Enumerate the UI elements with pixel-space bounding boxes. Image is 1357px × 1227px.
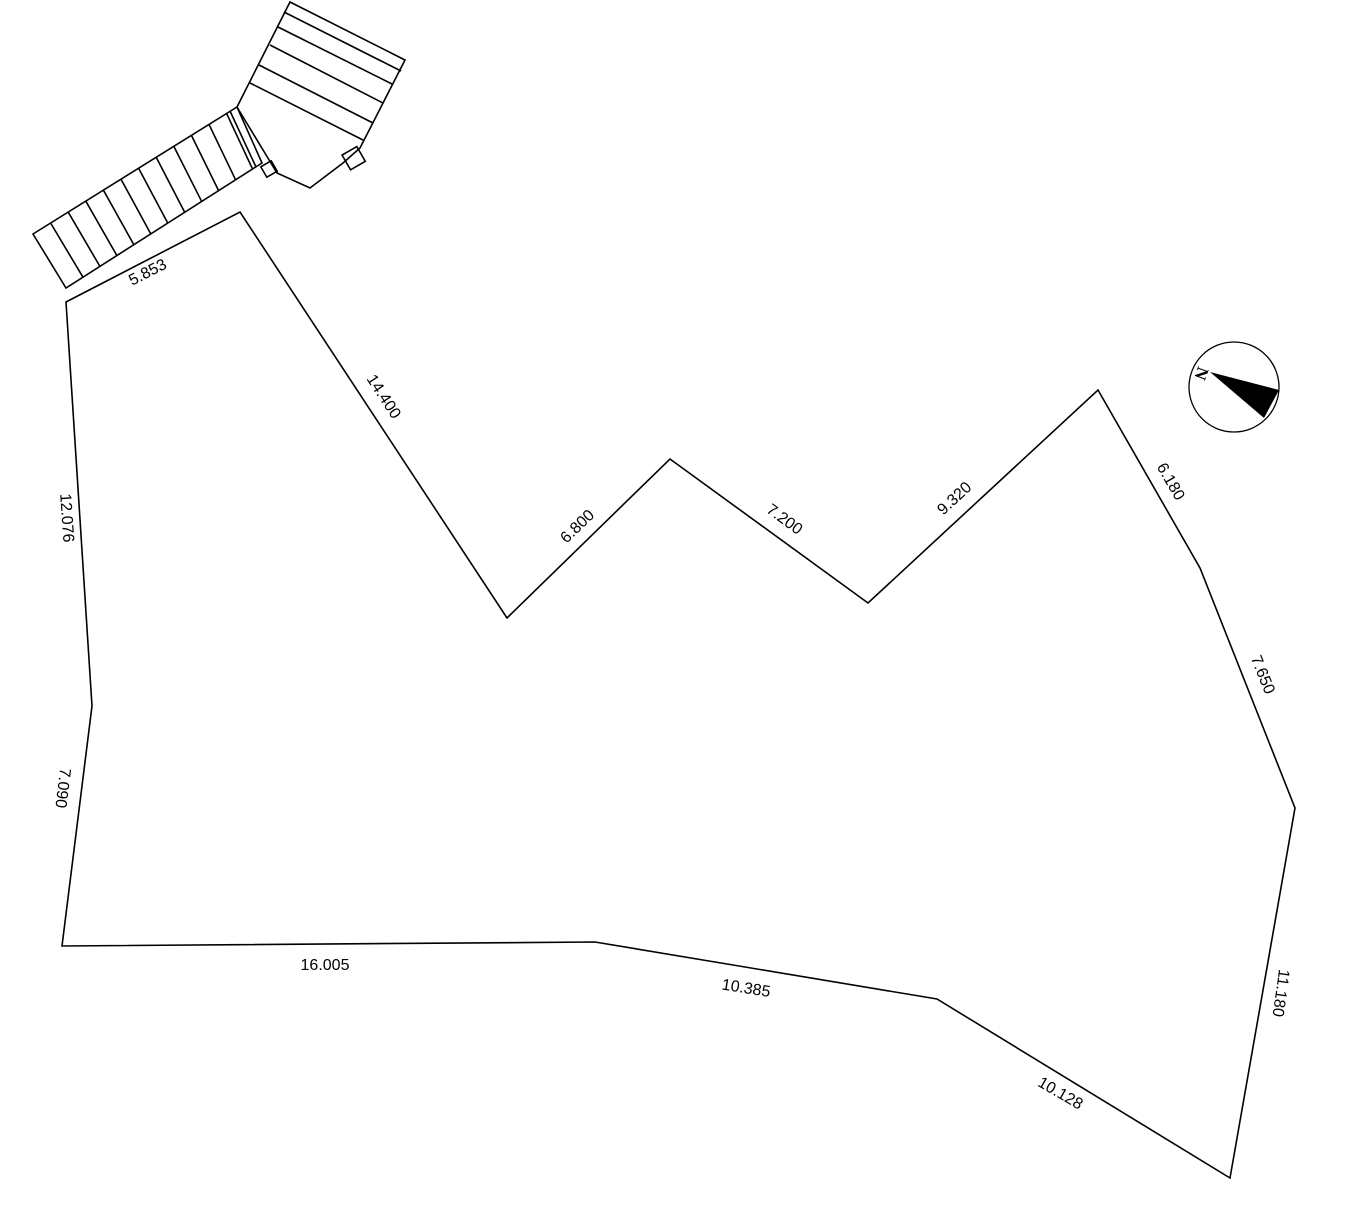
edge-length-label: 10.128 — [1035, 1074, 1086, 1113]
stair-tread — [277, 26, 393, 85]
stair-tread — [102, 189, 135, 246]
edge-length-label: 16.005 — [301, 957, 350, 974]
lot-boundary — [61, 210, 1296, 1180]
stair-tread — [173, 145, 203, 202]
stair-tread — [258, 64, 374, 124]
lower-stair-treads — [49, 112, 254, 278]
stair-tread — [137, 167, 169, 224]
stair-tread — [283, 11, 402, 72]
north-arrow: N — [1188, 341, 1280, 433]
lower-stair-flight — [31, 105, 264, 290]
stair-tread — [49, 222, 84, 278]
stair-tread — [190, 134, 220, 192]
edge-length-label: 5.853 — [126, 256, 169, 289]
edge-length-label: 6.180 — [1153, 460, 1188, 503]
stair-tread — [229, 110, 257, 168]
north-arrow-icon — [1210, 372, 1279, 418]
edge-length-label: 10.385 — [721, 976, 772, 1000]
edge-length-label: 11.180 — [1269, 968, 1293, 1018]
edge-length-label: 7.090 — [51, 767, 73, 809]
post-marker — [259, 159, 279, 179]
edge-length-label: 6.800 — [557, 507, 598, 547]
stair-tread — [120, 178, 152, 235]
stair-tread — [85, 200, 118, 256]
post-marker — [340, 145, 367, 171]
edge-labels: 5.853 14.400 12.076 6.800 7.200 9.320 6.… — [51, 256, 1292, 1113]
stair-tread — [249, 82, 364, 141]
edge-length-label: 7.650 — [1247, 653, 1278, 697]
edge-length-label: 9.320 — [934, 479, 975, 519]
upper-stair-flight — [236, 0, 407, 189]
edge-length-label: 7.200 — [763, 501, 805, 538]
staircase — [31, 0, 407, 290]
edge-length-label: 12.076 — [56, 493, 76, 543]
stair-tread — [225, 112, 254, 170]
stair-tread — [155, 156, 186, 213]
stair-tread — [67, 211, 101, 267]
stair-tread — [269, 44, 384, 104]
stair-tread — [208, 123, 237, 181]
edge-length-label: 14.400 — [363, 372, 404, 422]
